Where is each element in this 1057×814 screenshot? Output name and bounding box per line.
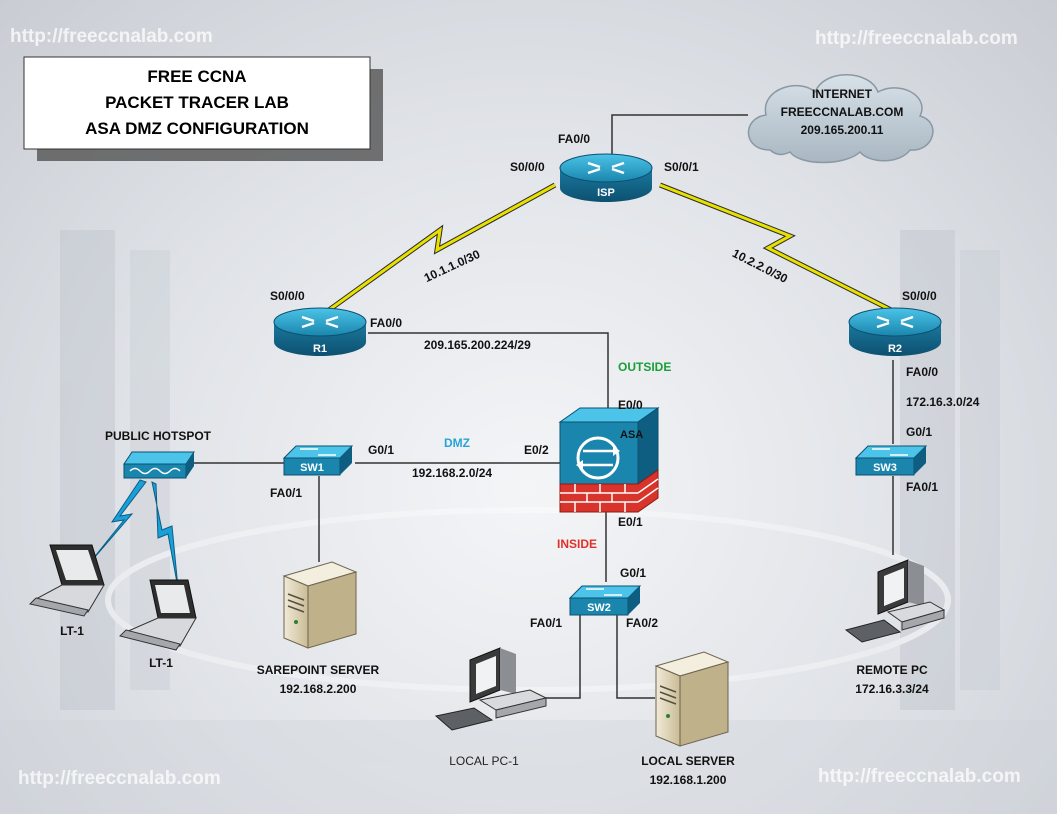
port-label-r1-fa00: FA0/0 [370, 316, 402, 330]
pc-remote[interactable]: REMOTE PC 172.16.3.3/24 [844, 559, 946, 696]
link-isp-r1-serial [321, 183, 556, 317]
hotspot-label: PUBLIC HOTSPOT [105, 429, 212, 443]
server-icon [655, 665, 681, 747]
wireless-bolt-icon [87, 479, 147, 566]
port-label-isp-fa00: FA0/0 [558, 132, 590, 146]
router-r2[interactable]: R2 [848, 307, 942, 356]
title-line-3: ASA DMZ CONFIGURATION [85, 119, 309, 138]
watermark-top-left: http://freeccnalab.com [10, 26, 213, 47]
zone-label-dmz: DMZ [444, 436, 470, 450]
pc-name-remote: REMOTE PC [856, 663, 928, 677]
wireless-bolt-icon [151, 481, 179, 589]
title-line-1: FREE CCNA [147, 67, 246, 86]
switch-sw3[interactable]: SW3 [854, 445, 928, 476]
cloud-label-line-1: INTERNET [812, 87, 873, 101]
port-label-isp-s001: S0/0/1 [664, 160, 699, 174]
link-r1-asa [368, 332, 609, 420]
firewall-label-asa: ASA [620, 429, 643, 441]
cloud-label-line-2: FREECCNALAB.COM [781, 105, 904, 119]
server-name-sarepoint: SAREPOINT SERVER [257, 663, 380, 677]
access-point-icon [123, 463, 187, 479]
server-icon [283, 575, 309, 649]
port-label-r2-s000: S0/0/0 [902, 289, 937, 303]
port-label-sw1-fa01: FA0/1 [270, 486, 302, 500]
server-local[interactable]: LOCAL SERVER 192.168.1.200 [641, 651, 735, 787]
brick-wall-icon [559, 469, 659, 513]
title-box: FREE CCNA PACKET TRACER LAB ASA DMZ CONF… [23, 56, 383, 161]
switch-label-sw2: SW2 [587, 602, 611, 614]
firewall-icon [559, 421, 639, 485]
server-ip-sarepoint: 192.168.2.200 [280, 682, 357, 696]
router-isp[interactable]: ISP [559, 153, 653, 202]
cloud-icon [747, 74, 934, 164]
laptop-label-lt1-a: LT-1 [60, 624, 84, 638]
switch-sw1[interactable]: SW1 [282, 445, 354, 476]
access-point-hotspot[interactable]: PUBLIC HOTSPOT [105, 429, 212, 479]
port-label-asa-e01: E0/1 [618, 515, 643, 529]
pc-label-local: LOCAL PC-1 [449, 754, 519, 768]
port-label-sw2-fa02: FA0/2 [626, 616, 658, 630]
router-label-isp: ISP [597, 187, 615, 199]
cloud-label-line-3: 209.165.200.11 [801, 123, 884, 137]
links [192, 114, 897, 699]
port-label-sw1-g01: G0/1 [368, 443, 394, 457]
network-label-r1-asa: 209.165.200.224/29 [424, 338, 531, 352]
zone-labels: OUTSIDE DMZ INSIDE [444, 360, 671, 551]
router-label-r1: R1 [313, 343, 327, 355]
router-label-r2: R2 [888, 343, 902, 355]
port-label-sw3-g01: G0/1 [906, 425, 932, 439]
laptop-lt1-b[interactable]: LT-1 [119, 579, 197, 670]
zone-label-outside: OUTSIDE [618, 360, 671, 374]
laptop-lt1-a[interactable]: LT-1 [29, 544, 105, 638]
server-name-local: LOCAL SERVER [641, 754, 735, 768]
port-labels: FA0/0 S0/0/0 S0/0/1 S0/0/0 FA0/0 S0/0/0 … [270, 132, 938, 630]
watermark-top-right: http://freeccnalab.com [815, 28, 1018, 49]
watermark-bottom-left: http://freeccnalab.com [18, 768, 221, 789]
port-label-r2-fa00: FA0/0 [906, 365, 938, 379]
pc-ip-remote: 172.16.3.3/24 [855, 682, 929, 696]
network-label-dmz: 192.168.2.0/24 [412, 466, 492, 480]
watermark-bottom-right: http://freeccnalab.com [818, 766, 1021, 787]
port-label-sw2-g01: G0/1 [620, 566, 646, 580]
port-label-r1-s000: S0/0/0 [270, 289, 305, 303]
network-label-r2-lan: 172.16.3.0/24 [906, 395, 980, 409]
pc-local[interactable]: LOCAL PC-1 [434, 647, 548, 768]
network-labels: 10.1.1.0/30 10.2.2.0/30 209.165.200.224/… [412, 246, 980, 480]
port-label-isp-s000: S0/0/0 [510, 160, 545, 174]
server-ip-local: 192.168.1.200 [650, 773, 727, 787]
switch-sw2[interactable]: SW2 [568, 585, 642, 616]
port-label-sw2-fa01: FA0/1 [530, 616, 562, 630]
link-sw2-local-server [616, 612, 655, 699]
server-sarepoint[interactable]: SAREPOINT SERVER 192.168.2.200 [257, 561, 380, 696]
switch-label-sw3: SW3 [873, 462, 897, 474]
firewall-asa[interactable]: ASA [558, 407, 660, 513]
background-decoration [0, 230, 1057, 814]
wireless-links [87, 479, 179, 589]
laptop-label-lt1-b: LT-1 [149, 656, 173, 670]
port-label-asa-e02: E0/2 [524, 443, 549, 457]
network-label-isp-r1: 10.1.1.0/30 [422, 247, 483, 285]
link-isp-internet [611, 114, 748, 156]
router-r1[interactable]: R1 [273, 307, 367, 356]
port-label-asa-e00: E0/0 [618, 398, 643, 412]
port-label-sw3-fa01: FA0/1 [906, 480, 938, 494]
zone-label-inside: INSIDE [557, 537, 597, 551]
internet-cloud: INTERNET FREECCNALAB.COM 209.165.200.11 [747, 74, 934, 164]
link-isp-r2-serial [659, 183, 896, 314]
switch-label-sw1: SW1 [300, 462, 324, 474]
title-line-2: PACKET TRACER LAB [105, 93, 289, 112]
